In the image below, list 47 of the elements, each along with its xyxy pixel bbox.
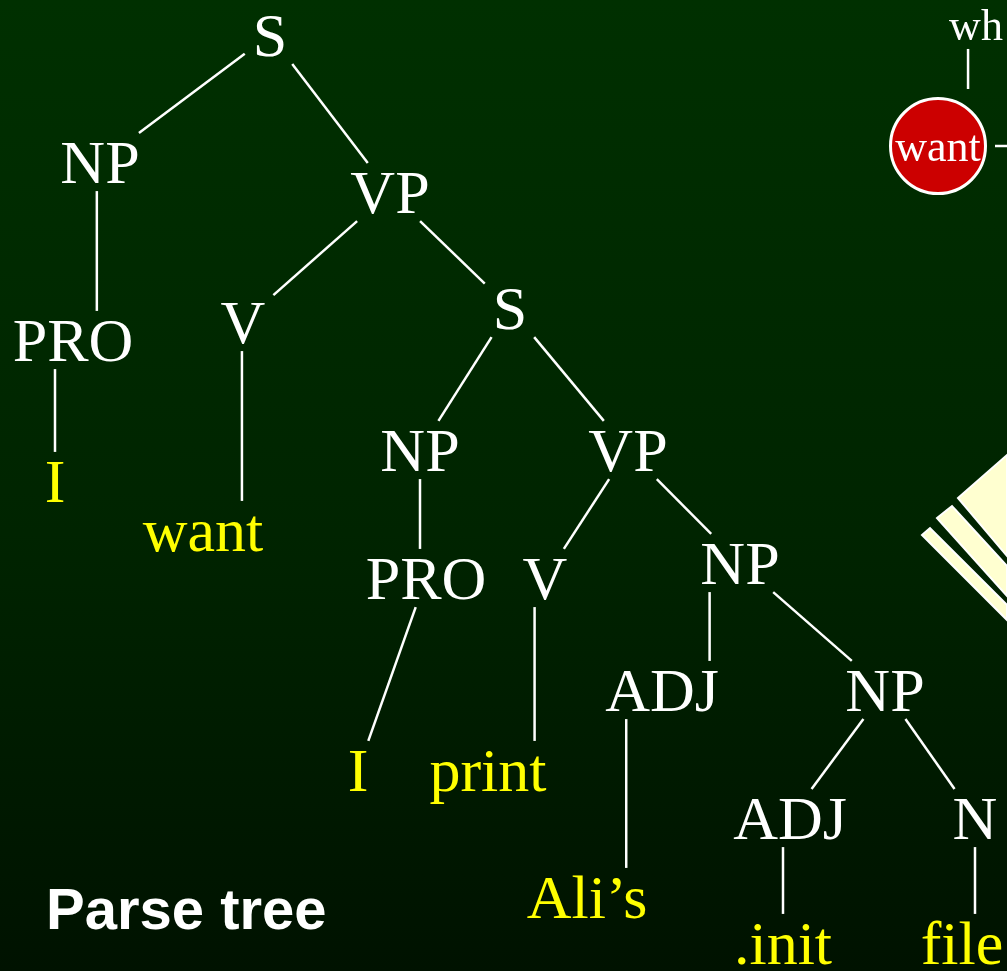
tree-branch-line [291, 63, 369, 164]
category-label: NP [60, 131, 140, 193]
word-leaf: file [920, 912, 1004, 971]
tree-branch-line [655, 478, 713, 535]
category-label: V [522, 547, 568, 609]
category-label: S [492, 277, 528, 339]
tree-branch-line [138, 52, 246, 134]
category-label: N [952, 787, 998, 849]
category-label: PRO [12, 309, 134, 371]
tree-branch-line [418, 479, 422, 549]
tree-branch-line [966, 48, 970, 89]
tree-branch-line [625, 719, 628, 868]
category-label: NP [700, 532, 780, 594]
tree-branch-line [240, 351, 244, 501]
word-leaf: want [142, 499, 264, 561]
category-label: wh [949, 4, 1003, 48]
category-label: ADJ [733, 787, 847, 849]
word-leaf: Ali’s [526, 866, 648, 928]
category-label: V [220, 291, 266, 353]
tree-branch-line [708, 592, 711, 661]
tree-branch-line [533, 607, 536, 741]
word-leaf: I [44, 450, 66, 512]
tree-branch-line [973, 847, 977, 914]
word-leaf: I [347, 739, 369, 801]
tree-branch-line [810, 718, 865, 790]
tree-branch-line [533, 336, 605, 422]
tree-branch-line [272, 220, 358, 297]
word-circle: want [889, 97, 987, 195]
tree-branch-line [367, 606, 417, 742]
tree-branch-line [419, 220, 486, 285]
tree-branch-line [437, 336, 493, 422]
diagram-title: Parse tree [46, 880, 327, 938]
category-label: NP [380, 419, 460, 481]
category-label: NP [845, 659, 925, 721]
category-label: VP [588, 419, 668, 481]
category-label: ADJ [605, 659, 719, 721]
tree-branch-line [904, 718, 956, 790]
category-label: S [252, 4, 288, 66]
tree-branch-line [995, 144, 1007, 148]
category-label: VP [350, 161, 430, 223]
word-leaf: .init [733, 912, 833, 971]
tree-branch-line [562, 478, 611, 550]
tree-branch-line [781, 847, 785, 914]
tree-branch-line [53, 369, 57, 452]
tree-branch-line [95, 191, 99, 311]
category-label: PRO [365, 547, 487, 609]
tree-branch-line [772, 591, 853, 662]
